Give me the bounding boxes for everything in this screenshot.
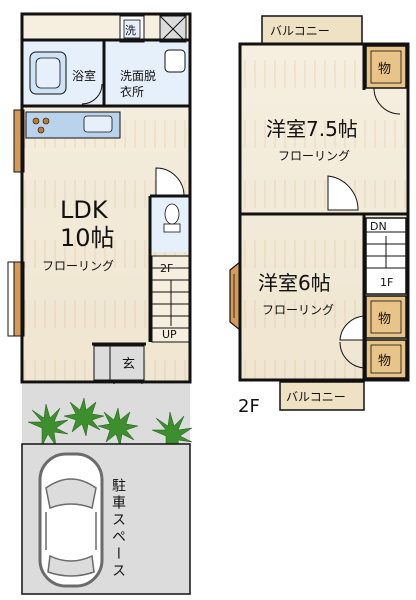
storage-closet (365, 339, 407, 379)
car-icon (38, 452, 104, 588)
balcony-bottom (279, 381, 365, 411)
window-frame-left-1 (13, 109, 25, 173)
room1-name: 洋室7.5帖 (266, 117, 358, 141)
room2-floor: フローリング (262, 303, 334, 317)
balcony-top (261, 15, 363, 45)
washer-label: 洗 (125, 24, 136, 37)
ldk-size: 10帖 (60, 224, 115, 252)
bathroom-label: 浴室 (72, 68, 96, 83)
floor2-label: 2F (238, 396, 260, 417)
floor2-outer-wall (238, 42, 410, 382)
window-sill-left-2 (7, 261, 15, 337)
stove-burner-icon (42, 117, 50, 125)
ldk-floor: フローリング (42, 259, 114, 273)
storage-closet (365, 295, 407, 339)
entrance-area (93, 345, 145, 381)
stove-burner-icon (37, 126, 45, 134)
stairs-2f-top-label: DN (370, 220, 387, 233)
floor1-outer-wall (20, 12, 192, 384)
balcony-top-label: バルコニー (270, 24, 330, 38)
room1-floor: フローリング (278, 149, 350, 163)
ldk-label: LDK (60, 196, 109, 224)
storage-closet (365, 45, 407, 89)
door-swing-icon (373, 87, 401, 115)
kitchen-sink-icon (83, 115, 113, 133)
stairs-2f-bottom-label: 1F (380, 276, 393, 289)
storage-label-3: 物 (378, 354, 391, 369)
stairs-1f-bottom-label: UP (162, 328, 177, 341)
plant-icon (27, 403, 69, 447)
room2-name: 洋室6帖 (258, 271, 331, 295)
bathtub-inner (35, 57, 61, 89)
entrance-label: 玄 (122, 357, 135, 372)
washroom-label-2: 衣所 (120, 84, 144, 99)
plant-icon (97, 407, 139, 447)
bath-door-swing (81, 83, 103, 105)
plant-icon (63, 397, 105, 437)
stairs-1f-top-label: 2F (160, 262, 173, 275)
stairs-2f (365, 217, 407, 295)
stairs-1f (151, 255, 191, 343)
storage-label-1: 物 (378, 62, 391, 77)
door-swing-icon (339, 341, 367, 369)
parking-label: 駐車スペース (110, 478, 126, 580)
balcony-bottom-label: バルコニー (286, 390, 346, 404)
storage-label-2: 物 (378, 312, 391, 327)
utility-cross-b (159, 15, 187, 43)
door-swing-icon (327, 175, 359, 211)
door-swing-icon (339, 315, 367, 341)
toilet-tank (163, 223, 181, 233)
washroom-label-1: 洗面脱 (120, 68, 156, 83)
washer-icon (123, 19, 141, 39)
stove-burner-icon (32, 117, 40, 125)
sink-icon (164, 49, 186, 73)
toilet-icon (164, 203, 180, 225)
